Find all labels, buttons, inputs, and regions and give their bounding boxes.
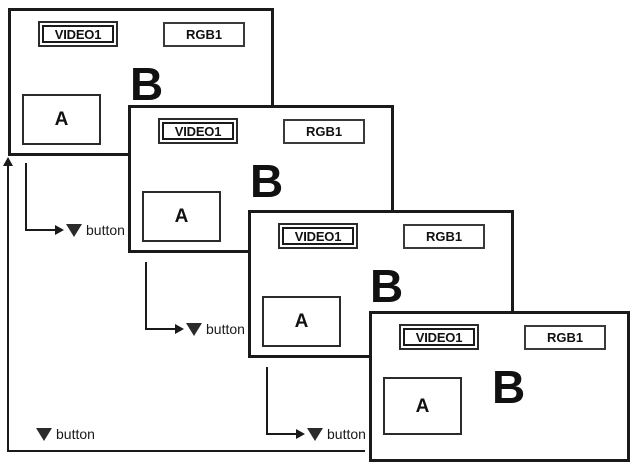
b-label-1: B (130, 58, 163, 110)
button-callout-label-1: button (86, 222, 125, 238)
video1-label-3: VIDEO1 (294, 228, 342, 244)
video1-box-4[interactable]: VIDEO1 (399, 324, 479, 350)
video1-box-1[interactable]: VIDEO1 (38, 21, 118, 47)
transition-arrow-3-horizontal (266, 433, 298, 435)
a-box-3[interactable]: A (262, 296, 341, 347)
rgb1-box-2[interactable]: RGB1 (283, 119, 365, 144)
rgb1-label-4: RGB1 (546, 330, 584, 345)
a-label-4: A (415, 395, 430, 417)
b-label-3: B (370, 260, 403, 312)
transition-arrow-2-horizontal (145, 328, 177, 330)
down-triangle-icon-3 (307, 427, 323, 441)
b-label-2: B (250, 155, 283, 207)
video1-box-3[interactable]: VIDEO1 (278, 223, 358, 249)
button-callout-2[interactable]: button (186, 322, 245, 336)
video1-inner-border-4: VIDEO1 (403, 328, 475, 346)
button-callout-label-3: button (327, 426, 366, 442)
button-callout-label-4: button (56, 426, 95, 442)
a-label-3: A (294, 311, 309, 332)
return-arrow-head (3, 157, 13, 166)
button-callout-4[interactable]: button (36, 427, 95, 441)
button-callout-3[interactable]: button (307, 427, 366, 441)
screen-panel-4[interactable]: VIDEO1 RGB1 A B (369, 311, 630, 462)
button-callout-1[interactable]: button (66, 223, 125, 237)
video1-label-2: VIDEO1 (174, 123, 222, 139)
a-label-2: A (174, 206, 189, 227)
rgb1-box-3[interactable]: RGB1 (403, 224, 485, 249)
transition-arrow-3-head (296, 429, 305, 439)
button-callout-label-2: button (206, 321, 245, 337)
down-triangle-icon-2 (186, 322, 202, 336)
video1-inner-border-1: VIDEO1 (42, 25, 114, 43)
video1-inner-border-2: VIDEO1 (162, 122, 234, 140)
transition-arrow-3-vertical (266, 367, 268, 435)
transition-arrow-2-vertical (145, 262, 147, 330)
down-triangle-icon-4 (36, 427, 52, 441)
rgb1-label-2: RGB1 (305, 124, 343, 139)
a-label-1: A (54, 109, 69, 130)
down-triangle-icon-1 (66, 223, 82, 237)
rgb1-label-1: RGB1 (185, 27, 223, 42)
rgb1-label-3: RGB1 (425, 229, 463, 244)
a-box-2[interactable]: A (142, 191, 221, 242)
a-box-1[interactable]: A (22, 94, 101, 145)
rgb1-box-1[interactable]: RGB1 (163, 22, 245, 47)
transition-arrow-1-head (55, 225, 64, 235)
video1-label-4: VIDEO1 (415, 329, 463, 345)
video1-box-2[interactable]: VIDEO1 (158, 118, 238, 144)
return-arrow-shaft (7, 165, 9, 452)
video1-inner-border-3: VIDEO1 (282, 227, 354, 245)
transition-arrow-2-head (175, 324, 184, 334)
b-label-4: B (492, 361, 525, 413)
rgb1-box-4[interactable]: RGB1 (524, 325, 606, 350)
a-box-4[interactable]: A (383, 377, 462, 435)
video1-label-1: VIDEO1 (54, 26, 102, 42)
transition-arrow-1-horizontal (25, 229, 57, 231)
transition-arrow-1-vertical (25, 163, 27, 231)
screen-panel-1[interactable]: VIDEO1 RGB1 A B (8, 8, 274, 156)
return-arrow-bottom-rail (7, 450, 365, 452)
